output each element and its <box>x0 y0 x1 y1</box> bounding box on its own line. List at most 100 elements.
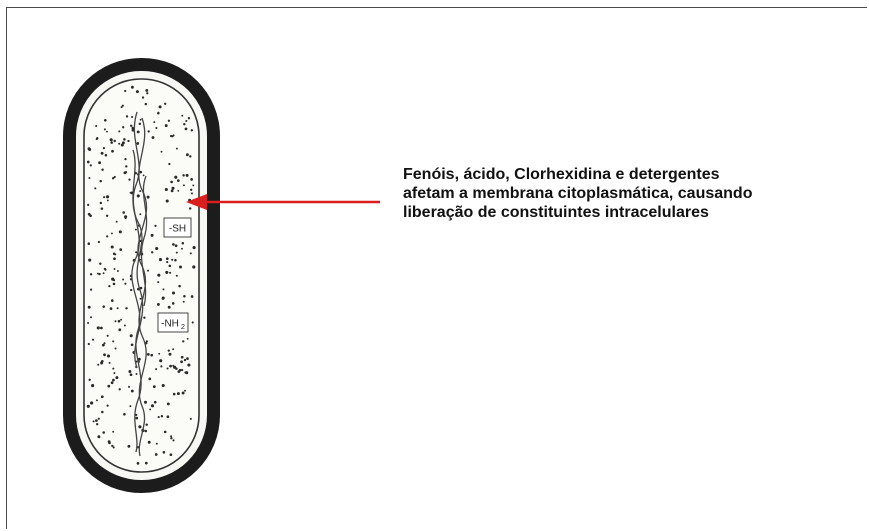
cytoplasm-dot <box>129 191 132 194</box>
cytoplasm-dot <box>96 423 99 426</box>
cytoplasm-dot <box>120 318 123 321</box>
cytoplasm-dot <box>152 385 156 388</box>
cytoplasm-dot <box>182 300 185 303</box>
nh2-subscript: 2 <box>181 324 185 331</box>
cytoplasm-dot <box>103 196 106 199</box>
cytoplasm-dot <box>184 389 186 392</box>
cytoplasm-dot <box>136 130 140 134</box>
cytoplasm-dot <box>87 322 90 324</box>
cytoplasm-dot <box>124 157 127 161</box>
cytoplasm-dot <box>135 90 139 94</box>
cytoplasm-dot <box>157 416 160 419</box>
cytoplasm-dot <box>170 134 173 138</box>
cytoplasm-dot <box>175 274 178 277</box>
cytoplasm-dot <box>170 189 174 193</box>
cytoplasm-dot <box>171 258 174 261</box>
cytoplasm-dot <box>139 297 142 300</box>
cytoplasm-dot <box>166 257 169 260</box>
cytoplasm-dot <box>146 92 149 95</box>
cytoplasm-dot <box>109 138 113 142</box>
cytoplasm-dot <box>172 348 175 351</box>
cytoplasm-dot <box>97 240 101 244</box>
sh-label-box <box>163 217 192 238</box>
cytoplasm-dot <box>100 326 103 330</box>
cytoplasm-dot <box>123 413 126 416</box>
cytoplasm-dot <box>175 251 178 254</box>
cytoplasm-dot <box>112 279 116 282</box>
cytoplasm-dot <box>180 355 184 359</box>
cytoplasm-dot <box>183 358 187 362</box>
cytoplasm-dot <box>114 253 117 256</box>
cytoplasm-dot <box>110 299 114 302</box>
cytoplasm-dot <box>185 173 189 177</box>
cytoplasm-dot <box>118 328 122 332</box>
cytoplasm-dot <box>181 368 184 372</box>
cytoplasm-dot <box>131 115 134 119</box>
cytoplasm-dot <box>105 214 109 217</box>
cytoplasm-dot <box>90 288 93 291</box>
cytoplasm-dot <box>144 429 148 433</box>
cytoplasm-dot <box>170 435 173 438</box>
cytoplasm-dot <box>109 307 113 310</box>
cytoplasm-dot <box>113 372 116 374</box>
cytoplasm-dot <box>138 425 142 429</box>
cytoplasm-dot <box>112 340 115 343</box>
cytoplasm-dot <box>144 400 147 404</box>
cytoplasm-dot <box>103 128 106 131</box>
cytoplasm-dot <box>100 395 104 399</box>
cytoplasm-dot <box>127 444 131 448</box>
cytoplasm-dot <box>160 365 163 368</box>
cytoplasm-dot <box>139 118 142 121</box>
cytoplasm-dot <box>150 353 154 357</box>
cytoplasm-dot <box>91 384 95 388</box>
cytoplasm-dot <box>190 188 193 191</box>
cytoplasm-dot <box>153 121 156 124</box>
cytoplasm-dot <box>169 453 173 457</box>
cytoplasm-dot <box>112 367 115 370</box>
cytoplasm-dot <box>148 377 152 381</box>
cytoplasm-dot <box>188 207 192 210</box>
cytoplasm-dot <box>108 441 111 445</box>
cytoplasm-dot <box>143 316 146 319</box>
cytoplasm-dot <box>103 353 106 357</box>
cytoplasm-dot <box>186 357 189 360</box>
cytoplasm-dot <box>138 122 142 126</box>
cytoplasm-dot <box>98 272 101 276</box>
cytoplasm-dot <box>167 119 171 122</box>
cytoplasm-dot <box>112 282 116 286</box>
cytoplasm-dot <box>161 383 165 388</box>
cytoplasm-dot <box>142 174 145 177</box>
cytoplasm-dot <box>144 102 148 106</box>
cytoplasm-dot <box>163 430 167 434</box>
cytoplasm-dot <box>112 430 115 433</box>
cytoplasm-dot <box>170 437 173 440</box>
cytoplasm-dot <box>160 415 164 418</box>
cytoplasm-dot <box>129 334 133 338</box>
cytoplasm-dot <box>106 334 109 337</box>
cytoplasm-dot <box>97 417 100 420</box>
cytoplasm-dot <box>164 187 168 192</box>
annotation-text: Fenóis, ácido, Clorhexidina e detergente… <box>403 165 843 222</box>
cytoplasm-dot <box>123 138 126 141</box>
cytoplasm-dot <box>123 324 126 327</box>
cytoplasm-dot <box>170 180 173 184</box>
cytoplasm-dot <box>174 175 178 179</box>
cytoplasm-dot <box>116 307 119 310</box>
cytoplasm-dot <box>89 273 93 276</box>
cytoplasm-dot <box>176 392 180 396</box>
cytoplasm-dot <box>159 359 163 363</box>
cytoplasm-dot <box>114 347 117 350</box>
cytoplasm-dot <box>130 343 134 347</box>
nh2-label-box <box>157 312 189 333</box>
cytoplasm-dot <box>136 446 140 449</box>
cytoplasm-dot <box>167 349 170 352</box>
cytoplasm-dot <box>135 251 138 254</box>
cytoplasm-dot <box>113 175 116 178</box>
cytoplasm-dot <box>87 305 91 309</box>
cytoplasm-dot <box>86 160 90 164</box>
cytoplasm-dot <box>151 251 154 254</box>
cytoplasm-dot <box>179 265 182 269</box>
cytoplasm-dot <box>88 177 91 179</box>
cytoplasm-dot <box>103 342 106 345</box>
cytoplasm-dot <box>102 147 105 150</box>
